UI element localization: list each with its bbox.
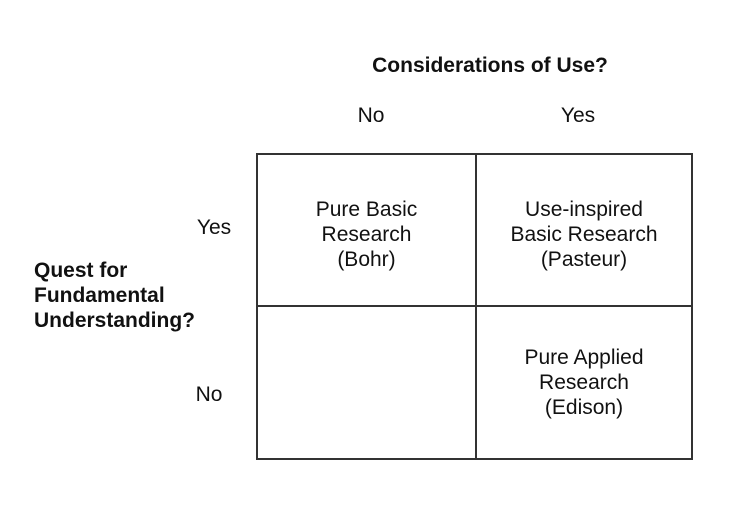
quadrant-grid: Pure Basic Research (Bohr) Use-inspired … bbox=[256, 153, 693, 460]
row-label-yes: Yes bbox=[196, 216, 232, 239]
y-axis-title: Quest for Fundamental Understanding? bbox=[34, 259, 195, 332]
quadrant-empty bbox=[258, 307, 477, 458]
quadrant-pure-applied-research: Pure Applied Research (Edison) bbox=[524, 346, 644, 419]
x-axis-title: Considerations of Use? bbox=[372, 54, 608, 77]
quadrant-pure-basic-research: Pure Basic Research (Bohr) bbox=[258, 155, 477, 307]
column-header-no: No bbox=[357, 104, 385, 127]
quadrant-use-inspired-basic-research: Use-inspired Basic Research (Pasteur) bbox=[477, 155, 691, 307]
column-header-yes: Yes bbox=[560, 104, 596, 127]
row-label-no: No bbox=[195, 383, 223, 406]
